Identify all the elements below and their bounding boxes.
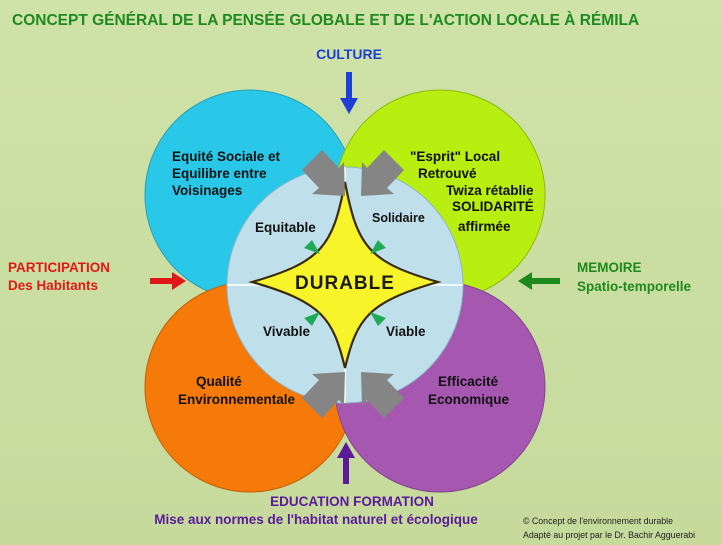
culture-label: CULTURE [316,46,382,62]
tr-line-4: SOLIDARITÉ [452,199,534,214]
credit-line-2: Adapté au projet par le Dr. Bachir Aggue… [523,530,695,540]
grey-arrow-bottom-right-icon [361,372,404,418]
education-title: EDUCATION FORMATION [270,494,434,509]
grey-arrows [302,150,404,418]
tr-line-2: Retrouvé [418,166,477,181]
grey-arrow-top-right-icon [361,150,404,196]
tl-line-3: Voisinages [172,183,242,198]
grey-arrow-top-left-icon [302,150,345,196]
culture-arrow-icon [340,72,358,114]
label-vivable: Vivable [263,324,311,339]
memoire-subtitle: Spatio-temporelle [577,279,692,294]
bl-line-1: Qualité [196,374,242,389]
center-label: DURABLE [295,273,395,294]
tl-line-1: Equité Sociale et [172,149,281,164]
participation-subtitle: Des Habitants [8,278,98,293]
inner-arrows [304,240,386,326]
page-title: CONCEPT GÉNÉRAL DE LA PENSÉE GLOBALE ET … [12,12,639,29]
label-solidaire: Solidaire [372,211,425,225]
tr-line-3: Twiza rétablie [446,183,534,198]
label-equitable: Equitable [255,220,316,235]
br-line-2: Economique [428,392,509,407]
participation-arrow-icon [150,272,186,290]
participation-title: PARTICIPATION [8,260,110,275]
br-line-1: Efficacité [438,374,499,389]
bl-line-2: Environnementale [178,392,296,407]
education-arrow-icon [337,442,355,484]
label-viable: Viable [386,324,426,339]
grey-arrow-bottom-left-icon [302,372,345,418]
durable-star [247,181,443,369]
tr-line-5: affirmée [458,219,511,234]
tr-line-1: "Esprit" Local [410,149,500,164]
arrow-in-bottom-right-icon [370,312,386,326]
memoire-title: MEMOIRE [577,260,642,275]
arrow-in-top-right-icon [370,240,386,254]
tl-line-2: Equilibre entre [172,166,267,181]
memoire-arrow-icon [518,272,560,290]
arrow-in-top-left-icon [304,240,320,254]
education-subtitle: Mise aux normes de l'habitat naturel et … [154,512,478,527]
credit-line-1: © Concept de l'environnement durable [523,516,673,526]
arrow-in-bottom-left-icon [304,312,320,326]
